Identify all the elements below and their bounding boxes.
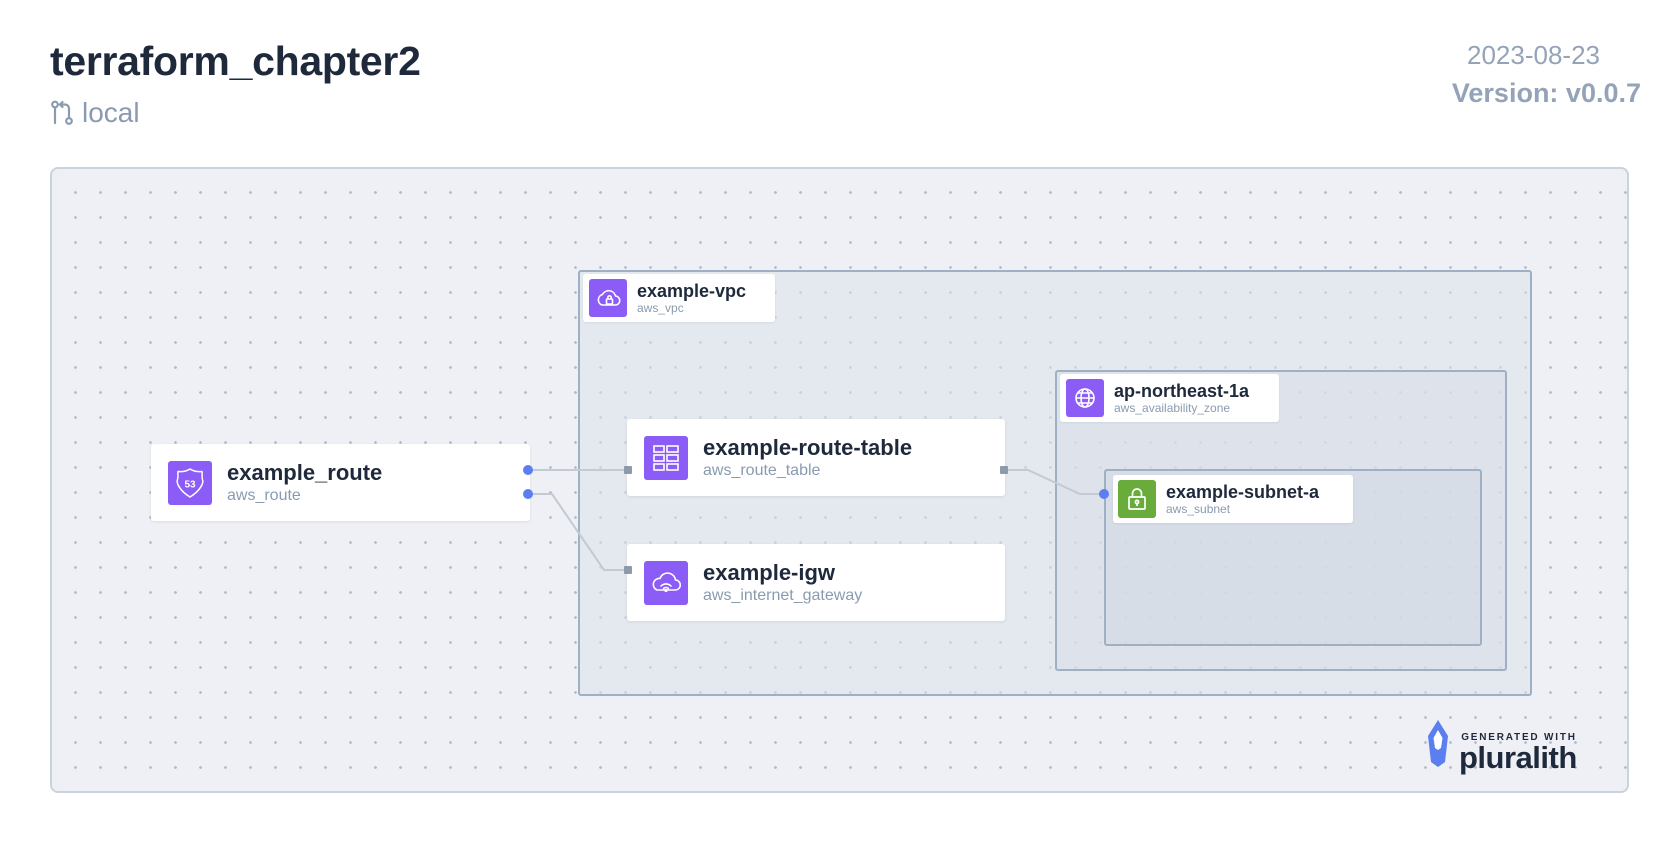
edge-route-to-igw	[528, 493, 628, 571]
route-type: aws_route	[227, 486, 301, 504]
generated-date: 2023-08-23	[1467, 40, 1600, 70]
vpc-label[interactable]: example-vpc aws_vpc	[583, 274, 775, 322]
route53-shield-icon: 53	[168, 460, 212, 505]
version-label: Version: v0.0.7	[1451, 78, 1641, 108]
vpc-type: aws_vpc	[637, 301, 684, 315]
port-igw-in[interactable]	[624, 566, 632, 574]
globe-icon	[1066, 379, 1104, 417]
port-subnet-in[interactable]	[1099, 489, 1109, 499]
port-route-table-out[interactable]	[1000, 466, 1008, 474]
subnet-label[interactable]: example-subnet-a aws_subnet	[1113, 475, 1353, 523]
branch-indicator: local	[50, 97, 140, 129]
lock-icon	[1118, 480, 1156, 518]
pluralith-wordmark: pluralith	[1459, 740, 1577, 775]
port-route-out-2[interactable]	[523, 489, 533, 499]
internet-gateway-cloud-icon	[644, 560, 688, 605]
node-example-route[interactable]: 53 example_route aws_route	[151, 444, 530, 521]
az-name: ap-northeast-1a	[1114, 381, 1250, 401]
route-table-grid-icon	[644, 435, 688, 480]
git-branch-icon	[50, 100, 74, 126]
pluralith-pin-icon	[1425, 718, 1451, 773]
edge-route-table-to-subnet	[1004, 469, 1104, 495]
port-route-table-in[interactable]	[624, 466, 632, 474]
route-name: example_route	[227, 459, 383, 485]
vpc-name: example-vpc	[637, 281, 747, 301]
pluralith-logo: GENERATED WITH pluralith	[1425, 718, 1577, 773]
vpc-cloud-lock-icon	[589, 279, 627, 317]
route-table-name: example-route-table	[703, 434, 913, 460]
node-example-route-table[interactable]: example-route-table aws_route_table	[627, 419, 1005, 496]
route-table-type: aws_route_table	[703, 461, 821, 479]
subnet-type: aws_subnet	[1166, 502, 1231, 516]
igw-type: aws_internet_gateway	[703, 586, 863, 604]
port-route-out-1[interactable]	[523, 465, 533, 475]
az-type: aws_availability_zone	[1114, 401, 1231, 415]
igw-name: example-igw	[703, 559, 836, 585]
subnet-name: example-subnet-a	[1166, 482, 1320, 502]
branch-name: local	[82, 97, 140, 128]
az-label[interactable]: ap-northeast-1a aws_availability_zone	[1060, 374, 1279, 422]
generated-with-text: GENERATED WITH	[1461, 732, 1577, 743]
node-example-igw[interactable]: example-igw aws_internet_gateway	[627, 544, 1005, 621]
page-title: terraform_chapter2	[50, 38, 421, 84]
route53-badge: 53	[184, 479, 196, 490]
